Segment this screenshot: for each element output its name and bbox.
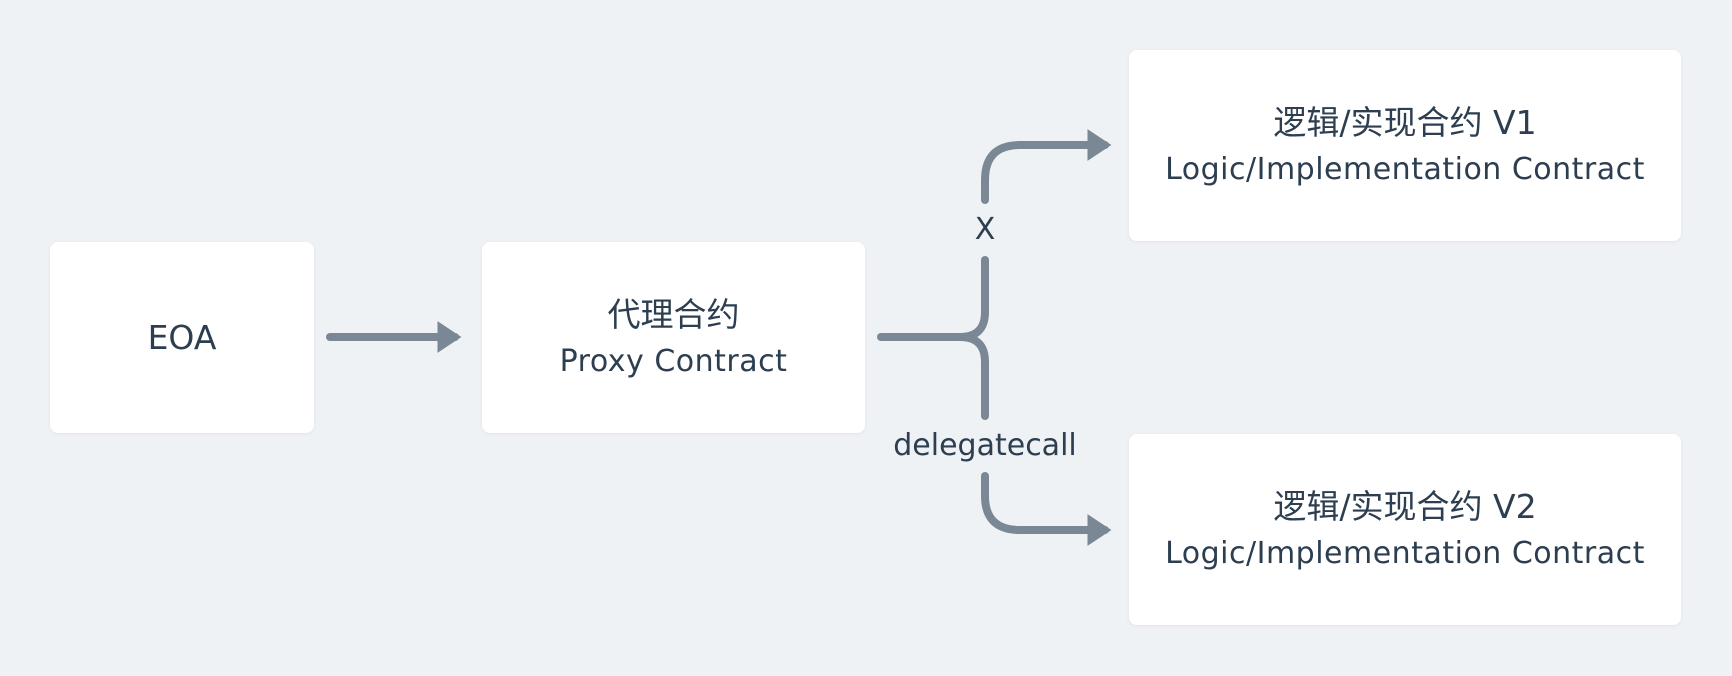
proxy-title-en: Proxy Contract <box>559 343 788 379</box>
v1-title-zh: 逻辑/实现合约 V1 <box>1273 102 1537 142</box>
edge-label-x: X <box>965 210 1005 250</box>
v2-title-en: Logic/Implementation Contract <box>1165 535 1645 571</box>
proxy-title-zh: 代理合约 <box>607 294 740 334</box>
arrow-to-v2 <box>981 472 1112 546</box>
v1-title-en: Logic/Implementation Contract <box>1165 151 1645 187</box>
brace-curve-down <box>956 333 989 420</box>
arrow-to-v1 <box>981 129 1112 204</box>
proxy-contract-node: 代理合约 Proxy Contract <box>482 242 865 433</box>
brace-curve-up <box>956 256 989 341</box>
v2-title-zh: 逻辑/实现合约 V2 <box>1273 486 1537 526</box>
logic-contract-v2-node: 逻辑/实现合约 V2 Logic/Implementation Contract <box>1129 434 1681 625</box>
logic-contract-v1-node: 逻辑/实现合约 V1 Logic/Implementation Contract <box>1129 50 1681 241</box>
eoa-node: EOA <box>50 242 314 433</box>
eoa-label: EOA <box>147 317 217 357</box>
edge-label-delegatecall: delegatecall <box>880 426 1090 466</box>
